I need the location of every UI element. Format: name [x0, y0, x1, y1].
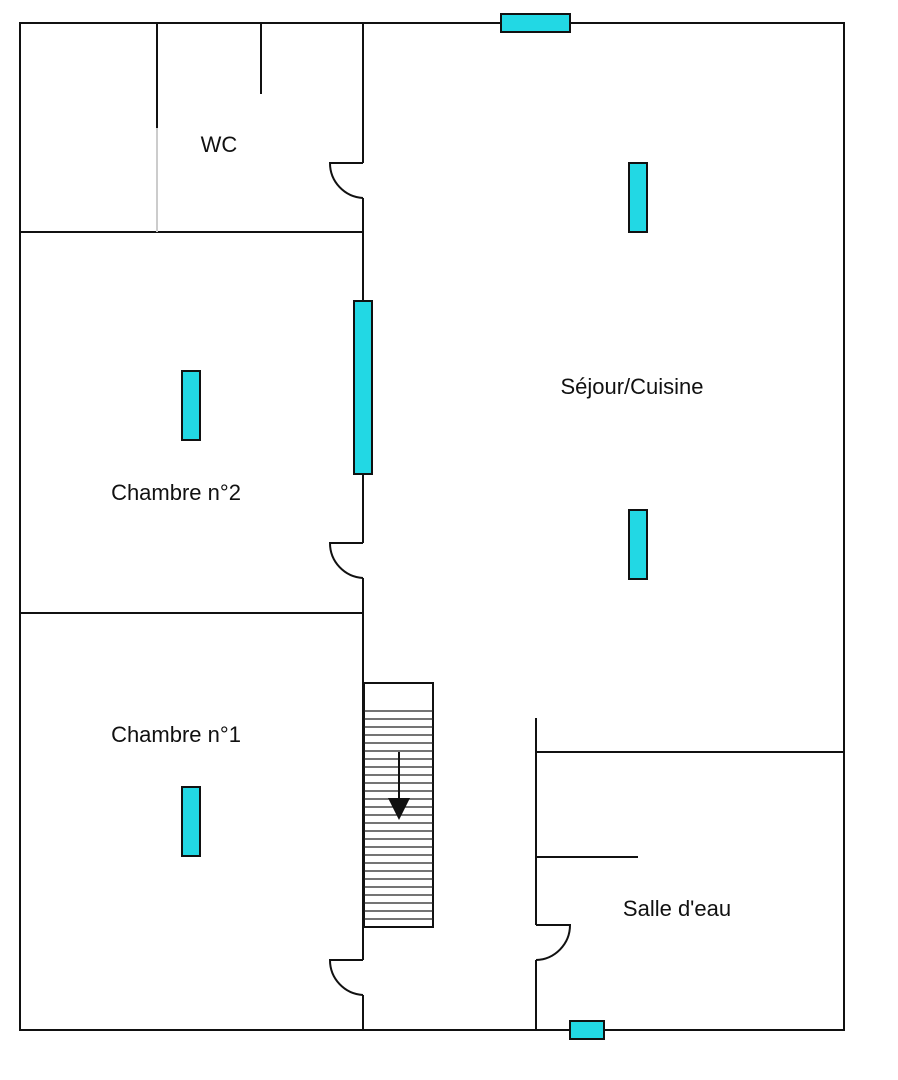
- room-label-salle-eau: Salle d'eau: [623, 896, 731, 921]
- radiator-sejour-bottom: [628, 509, 648, 580]
- stair-arrow-head: [388, 798, 410, 820]
- room-label-chambre2: Chambre n°2: [111, 480, 241, 505]
- door-chambre1: [328, 959, 364, 996]
- staircase: [363, 682, 434, 928]
- radiator-corridor: [353, 300, 373, 475]
- door-chambre2: [328, 542, 364, 579]
- room-label-sejour: Séjour/Cuisine: [560, 374, 703, 399]
- radiator-sejour-top: [628, 162, 648, 233]
- radiator-chambre1: [181, 786, 201, 857]
- radiator-chambre2: [181, 370, 201, 441]
- outer-wall: [19, 22, 845, 1031]
- door-salle-eau: [535, 924, 572, 961]
- window-bottom: [569, 1020, 605, 1040]
- room-label-chambre1: Chambre n°1: [111, 722, 241, 747]
- window-top: [500, 13, 571, 33]
- room-label-wc: WC: [201, 132, 238, 157]
- door-wc: [328, 162, 364, 199]
